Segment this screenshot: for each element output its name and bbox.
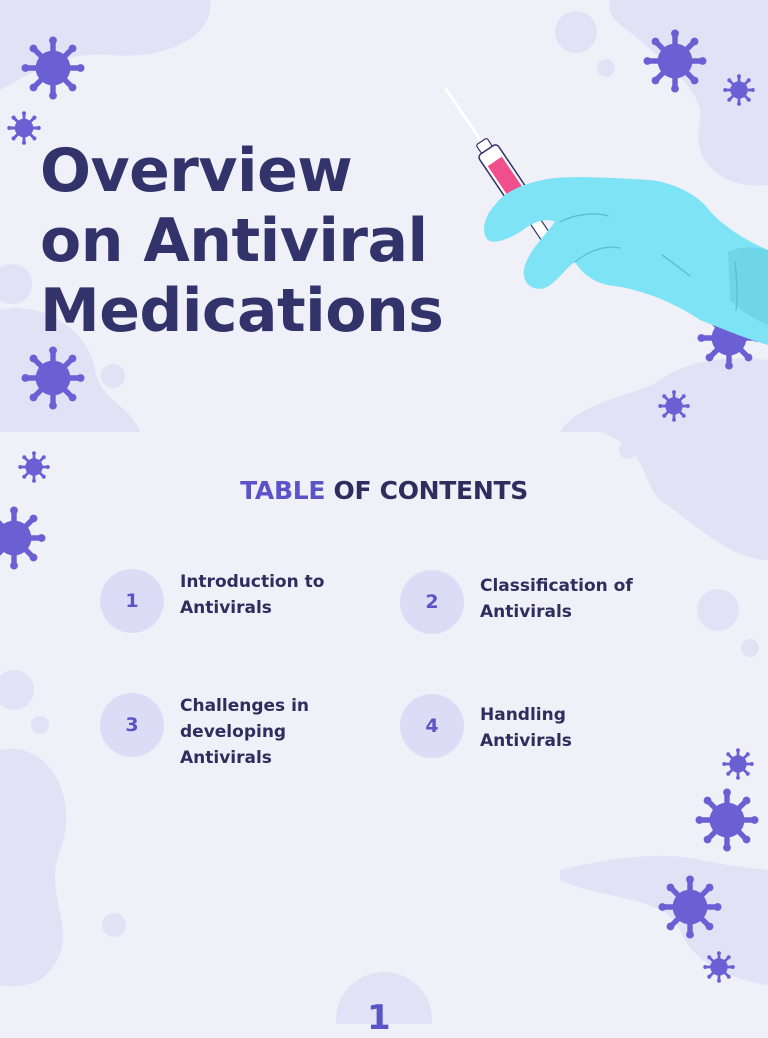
virus-icon — [722, 748, 754, 780]
toc-item-introduction[interactable]: 1 Introduction to Antivirals — [100, 569, 400, 659]
virus-icon — [659, 876, 722, 939]
toc-item-classification[interactable]: 2 Classification of Antivirals — [400, 570, 700, 660]
toc-item-handling[interactable]: 4 Handling Antivirals — [400, 694, 700, 784]
toc-number-badge: 3 — [100, 693, 164, 757]
toc-number-badge: 1 — [100, 569, 164, 633]
toc-item-label: Classification of Antivirals — [480, 576, 633, 622]
virus-icon — [0, 507, 46, 570]
blob-top-left — [0, 0, 211, 90]
virus-icon — [703, 951, 735, 983]
toc-item-label: Challenges in developing Antivirals — [180, 696, 310, 768]
virus-icon — [696, 789, 759, 852]
virus-icon — [22, 347, 85, 410]
toc-heading-accent: TABLE — [240, 476, 326, 505]
toc-item-label: Introduction to Antivirals — [180, 572, 325, 618]
syringe-hand-illustration — [444, 87, 768, 345]
blob-right-mid — [560, 358, 768, 560]
blob-left-low — [0, 748, 67, 987]
toc-item-challenges[interactable]: 3 Challenges in developing Antivirals — [100, 693, 400, 783]
virus-icon — [22, 37, 85, 100]
toc-item-label: Handling Antivirals — [480, 705, 572, 751]
page-number-circle — [336, 972, 432, 1024]
virus-icon — [7, 111, 41, 145]
page-title: Overview on Antiviral Medications — [40, 136, 444, 346]
blob-top-right — [609, 0, 768, 186]
virus-icon — [644, 30, 707, 93]
virus-icon — [658, 390, 690, 422]
toc-heading: TABLE OF CONTENTS — [0, 476, 768, 505]
title-line-2: on Antiviral — [40, 206, 428, 276]
toc-number-badge: 2 — [400, 570, 464, 634]
blob-right-low — [560, 855, 768, 985]
toc-heading-rest: OF CONTENTS — [333, 476, 529, 505]
title-line-3: Medications — [40, 276, 444, 346]
toc-number-badge: 4 — [400, 694, 464, 758]
virus-icon — [723, 74, 755, 106]
page-number: 1 — [367, 998, 391, 1038]
title-line-1: Overview — [40, 136, 353, 206]
